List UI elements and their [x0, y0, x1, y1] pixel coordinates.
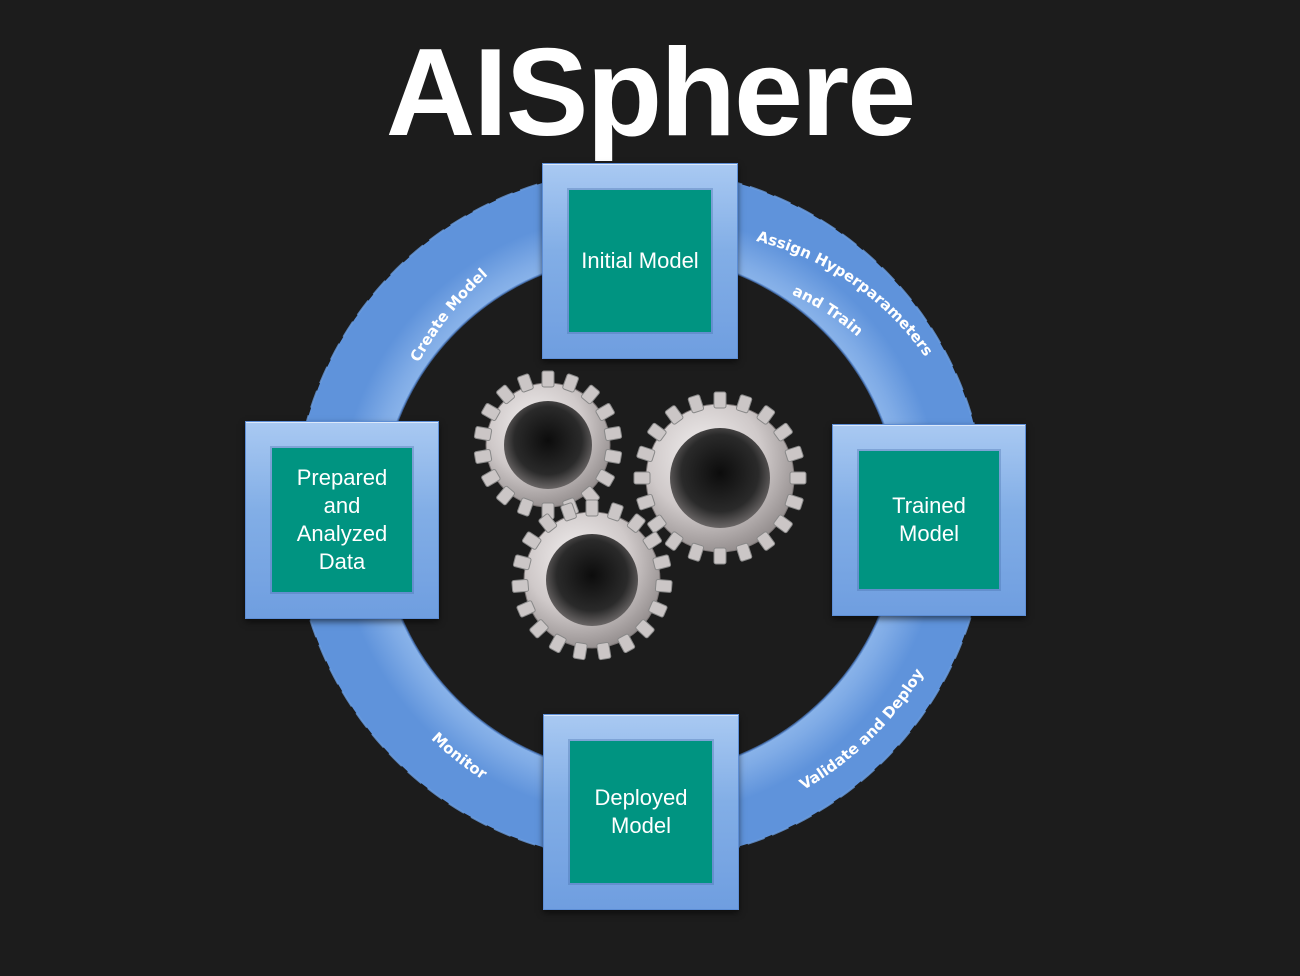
- gear-tooth: [595, 469, 615, 487]
- gear-tooth: [517, 497, 534, 517]
- gear-tooth: [522, 531, 542, 550]
- gear-tooth: [572, 641, 588, 661]
- node-prepared-data: Prepared and Analyzed Data: [245, 421, 439, 619]
- gear-tooth: [585, 499, 599, 517]
- gear-tooth: [647, 514, 667, 534]
- gear-tooth: [473, 426, 493, 442]
- gear-tooth: [713, 547, 727, 565]
- gear-tooth: [511, 578, 530, 593]
- node-initial-model: Initial Model: [542, 163, 738, 359]
- gear-tooth: [496, 485, 515, 506]
- gears-illustration: [473, 370, 807, 661]
- gear-tooth: [784, 445, 804, 463]
- gear-tooth: [626, 513, 646, 533]
- gear-tooth: [538, 513, 558, 533]
- gear-tooth: [496, 384, 515, 405]
- gear-tooth: [687, 542, 705, 562]
- gear-tooth: [652, 554, 672, 571]
- gear-icon: [473, 370, 623, 520]
- gear-tooth: [595, 403, 615, 421]
- gear-tooth: [548, 633, 567, 654]
- gear-tooth: [481, 469, 501, 487]
- gear-tooth: [735, 542, 753, 562]
- gear-tooth: [784, 493, 804, 511]
- gear-tooth: [607, 502, 624, 522]
- gear-tooth: [529, 619, 549, 639]
- gear-tooth: [664, 531, 684, 551]
- gear-tooth: [773, 514, 793, 534]
- page-title: AISphere: [385, 24, 916, 162]
- gear-tooth: [713, 391, 727, 409]
- gear-tooth: [687, 394, 705, 414]
- gear-tooth: [596, 641, 612, 661]
- gear-tooth: [773, 422, 793, 442]
- gear-tooth: [481, 403, 501, 421]
- node-deployed-model-label: Deployed Model: [570, 741, 712, 883]
- gear-tooth: [603, 448, 623, 464]
- gear-tooth: [756, 531, 776, 551]
- gear-tooth: [635, 619, 655, 639]
- gear-icon: [511, 499, 673, 661]
- gear-tooth: [541, 370, 555, 388]
- gear-tooth: [473, 448, 493, 464]
- gear-tooth: [633, 471, 651, 485]
- gear-tooth: [560, 502, 577, 522]
- gear-tooth: [516, 600, 536, 618]
- gear-tooth: [654, 578, 673, 593]
- node-deployed-model: Deployed Model: [543, 714, 739, 910]
- gear-tooth: [562, 373, 579, 393]
- gear-tooth: [648, 600, 668, 618]
- node-trained-model: Trained Model: [832, 424, 1026, 616]
- gear-tooth: [603, 426, 623, 442]
- gear-tooth: [512, 554, 532, 571]
- node-trained-model-label: Trained Model: [859, 451, 999, 589]
- node-prepared-data-label: Prepared and Analyzed Data: [272, 448, 412, 592]
- gear-tooth: [517, 373, 534, 393]
- gear-tooth: [636, 493, 656, 511]
- gear-tooth: [789, 471, 807, 485]
- node-initial-model-label: Initial Model: [569, 190, 711, 332]
- gear-tooth: [636, 445, 656, 463]
- gear-tooth: [647, 422, 667, 442]
- gear-tooth: [642, 531, 662, 550]
- gear-tooth: [664, 405, 684, 425]
- gear-tooth: [735, 394, 753, 414]
- gear-tooth: [617, 633, 636, 654]
- gear-tooth: [581, 384, 600, 405]
- gear-tooth: [756, 405, 776, 425]
- gear-icon: [633, 391, 807, 565]
